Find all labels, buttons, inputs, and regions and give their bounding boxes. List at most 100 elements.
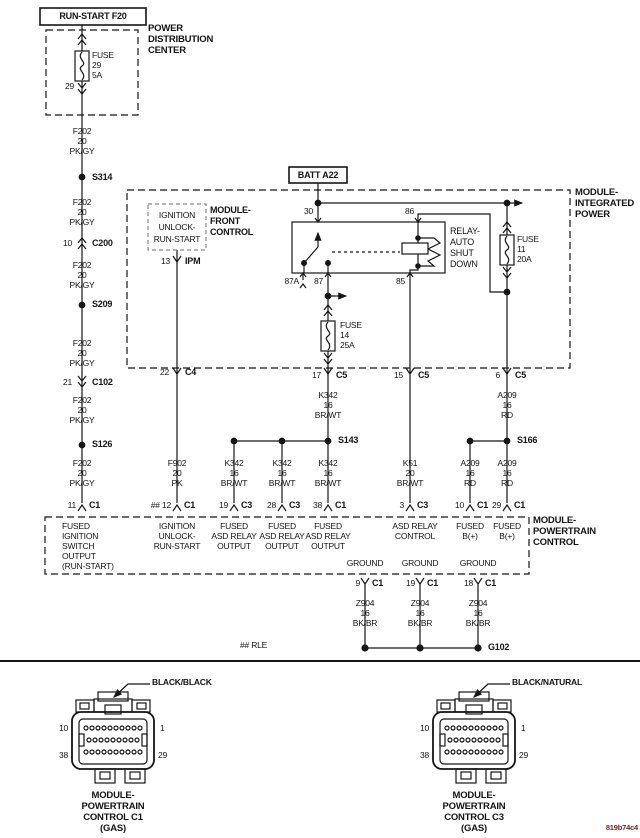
ipm-connector-label: IPM [185, 256, 201, 266]
c3-pin-1: 1 [521, 723, 526, 733]
wire-label-k342: K342 16 BR/WT [268, 458, 296, 488]
connector-c102-label: C102 [92, 377, 113, 387]
ground-pin-19: 19 [405, 578, 415, 588]
pcm-pin-19: 19 [218, 500, 228, 510]
pcm-label-asd-output: FUSED ASD RELAY OUTPUT [211, 521, 257, 551]
relay-coil-symbol [401, 242, 429, 255]
fcm-function-label: IGNITION UNLOCK- RUN-START [153, 210, 201, 244]
fuse-11-symbol [499, 234, 515, 266]
c1-pin-38: 38 [58, 750, 68, 760]
pcm-box [44, 516, 530, 575]
leader-black-black [113, 683, 150, 698]
ground-conn-c1: C1 [485, 578, 497, 588]
fuse-11-label: FUSE 11 20A [517, 234, 539, 264]
pcm-pin-28: 28 [266, 500, 276, 510]
pcm-pin-29: 29 [491, 500, 501, 510]
wire-label-f202: F202 20 PK/GY [69, 458, 95, 488]
relay-pin-86: 86 [404, 206, 414, 216]
connector-c5-label: C5 [336, 370, 348, 380]
pcm-conn-c3: C3 [241, 500, 253, 510]
wire-label-a209: A209 16 RD [497, 390, 517, 420]
splice-s209 [78, 301, 86, 309]
pcm-pin-11: 11 [67, 500, 77, 510]
relay-pin-87: 87 [313, 276, 323, 286]
fcm-module-label: MODULE- FRONT CONTROL [210, 205, 254, 237]
wire-label-f202: F202 20 PK/GY [69, 126, 95, 156]
batt-a22-label: BATT A22 [297, 170, 339, 180]
wire-label-z904: Z904 16 BK/BR [352, 598, 378, 628]
c1-pin-1: 1 [160, 723, 165, 733]
page-code: 819b74c4 [605, 823, 638, 832]
connector-c1-color-label: BLACK/BLACK [152, 677, 212, 687]
ipm-module-label: MODULE- INTEGRATED POWER [575, 187, 635, 220]
connector-c200-label: C200 [92, 238, 113, 248]
pcm-conn-c1: C1 [89, 500, 101, 510]
ground-label: GROUND [401, 558, 439, 568]
ground-g102-label: G102 [488, 642, 510, 652]
ground-conn-c1: C1 [372, 578, 384, 588]
pdc-module-label: POWER DISTRIBUTION CENTER [148, 23, 214, 56]
wire-label-f202: F202 20 PK/GY [69, 260, 95, 290]
wire-label-a209: A209 16 RD [460, 458, 480, 488]
pdc-box [45, 29, 139, 116]
run-start-f20-title: RUN-START F20 [59, 11, 127, 21]
c3-pin-38: 38 [419, 750, 429, 760]
ipm-pin-13: 13 [160, 256, 170, 266]
relay-pin-30: 30 [303, 206, 313, 216]
ipm-box [126, 189, 571, 369]
wire-label-f202: F202 20 PK/GY [69, 395, 95, 425]
pcm-pin-10: 10 [454, 500, 464, 510]
connector-c3-drawing [432, 691, 516, 784]
c3-pin-10: 10 [419, 723, 429, 733]
c200-pin-10: 10 [62, 238, 72, 248]
fuse-14-symbol [320, 320, 336, 352]
splice-s209-label: S209 [92, 299, 113, 309]
pcm-label-fused-ignition: FUSED IGNITION SWITCH OUTPUT (RUN-START) [62, 521, 114, 571]
connector-c1-caption: MODULE- POWERTRAIN CONTROL C1 (GAS) [81, 790, 145, 834]
wire-label-k342: K342 16 BR/WT [314, 458, 342, 488]
connector-c4-label: C4 [185, 367, 197, 377]
run-start-title-box [39, 7, 147, 26]
pcm-module-label: MODULE- POWERTRAIN CONTROL [533, 515, 596, 548]
connector-c5-label: C5 [515, 370, 527, 380]
pcm-label-fused-b: FUSED B(+) [493, 521, 521, 541]
relay-pin-85: 85 [395, 276, 405, 286]
c102-pin-21: 21 [62, 377, 72, 387]
wire-label-z904: Z904 16 BK/BR [407, 598, 433, 628]
pcm-label-asd-control: ASD RELAY CONTROL [392, 521, 438, 541]
splice-s126-label: S126 [92, 439, 113, 449]
wire-label-a209: A209 16 RD [497, 458, 517, 488]
leader-black-natural [473, 683, 510, 698]
wire-label-z904: Z904 16 BK/BR [465, 598, 491, 628]
c5-pin-15: 15 [393, 370, 403, 380]
pcm-pin-12: ## 12 [150, 500, 171, 510]
splice-s314-label: S314 [92, 172, 113, 182]
pcm-label-ignition-unlock: IGNITION UNLOCK- RUN-START [153, 521, 201, 551]
c5-pin-6: 6 [495, 370, 500, 380]
wire-label-f902: F902 20 PK [167, 458, 187, 488]
c1-pin-29: 29 [158, 750, 168, 760]
fuse-14-label: FUSE 14 25A [340, 320, 362, 350]
splice-s126 [78, 441, 86, 449]
c3-pin-29: 29 [519, 750, 529, 760]
pcm-conn-c3: C3 [289, 500, 301, 510]
connector-c3-caption: MODULE- POWERTRAIN CONTROL C3 (GAS) [442, 790, 506, 834]
pcm-conn-c1: C1 [514, 500, 526, 510]
pcm-label-asd-output: FUSED ASD RELAY OUTPUT [305, 521, 351, 551]
pcm-conn-c3: C3 [417, 500, 429, 510]
pcm-pin-3: 3 [399, 500, 404, 510]
c5-pin-17: 17 [311, 370, 321, 380]
connector-c5-label: C5 [418, 370, 430, 380]
asd-relay-label: RELAY- AUTO SHUT DOWN [450, 226, 480, 269]
connector-c1-drawing [71, 691, 155, 784]
wire-label-k342: K342 16 BR/WT [220, 458, 248, 488]
splice-s143-label: S143 [338, 435, 359, 445]
pcm-conn-c1: C1 [184, 500, 196, 510]
ground-label: GROUND [346, 558, 384, 568]
splice-s314 [78, 173, 86, 181]
relay-pin-87a: 87A [284, 276, 299, 286]
rle-footnote: ## RLE [240, 640, 268, 650]
fuse-29-symbol [74, 50, 90, 82]
